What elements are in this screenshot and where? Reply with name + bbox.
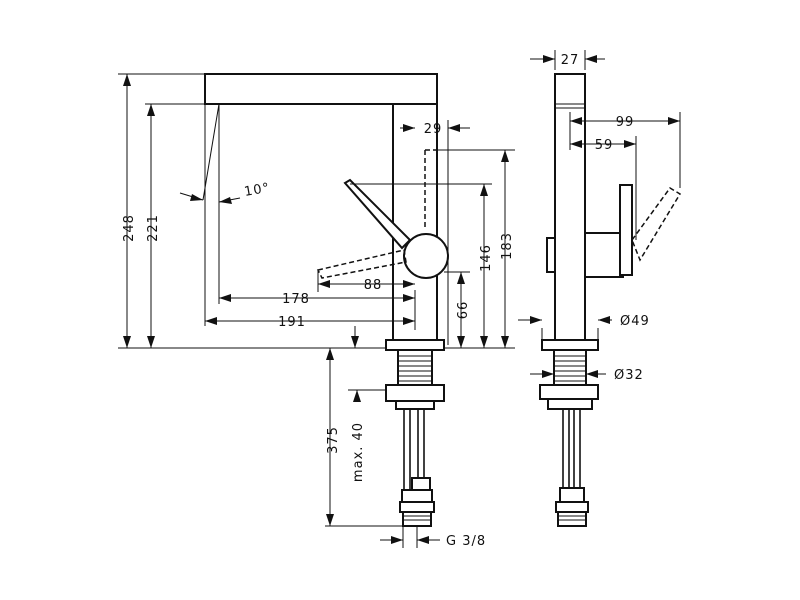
fixing-nut [385, 384, 445, 402]
label-g-3-8: G 3/8 [446, 534, 486, 549]
side-handle-block [584, 232, 624, 278]
nut-washer [395, 400, 435, 410]
label-99: 99 [616, 115, 635, 130]
spout-top [204, 73, 438, 105]
shank-threads [398, 355, 432, 382]
handle-knob [403, 233, 449, 279]
side-handle-tilted [631, 187, 682, 262]
handle-lowered-position [316, 249, 407, 279]
label-248: 248 [122, 214, 137, 242]
label-27: 27 [561, 53, 580, 68]
label-diameter-32: Ø32 [614, 368, 644, 383]
label-59: 59 [595, 138, 614, 153]
label-88: 88 [364, 278, 383, 293]
label-183: 183 [500, 232, 515, 260]
threaded-shank [397, 349, 433, 386]
supply-hoses [399, 409, 435, 527]
side-handle [619, 184, 633, 276]
base-plate [385, 339, 445, 351]
front-view [204, 73, 449, 527]
label-178: 178 [282, 292, 310, 307]
label-146: 146 [479, 244, 494, 272]
label-diameter-49: Ø49 [620, 314, 650, 329]
label-66: 66 [456, 301, 471, 320]
label-221: 221 [146, 214, 161, 242]
side-view [539, 73, 682, 527]
side-hoses [555, 409, 589, 527]
dimension-lines [118, 50, 681, 548]
label-max-40: max. 40 [351, 422, 366, 482]
label-29: 29 [424, 122, 443, 137]
dimension-labels: 248 221 10° 178 191 88 29 146 183 66 375… [122, 53, 650, 549]
label-10-degree: 10° [243, 181, 271, 200]
label-191: 191 [278, 315, 306, 330]
label-375: 375 [326, 426, 341, 454]
